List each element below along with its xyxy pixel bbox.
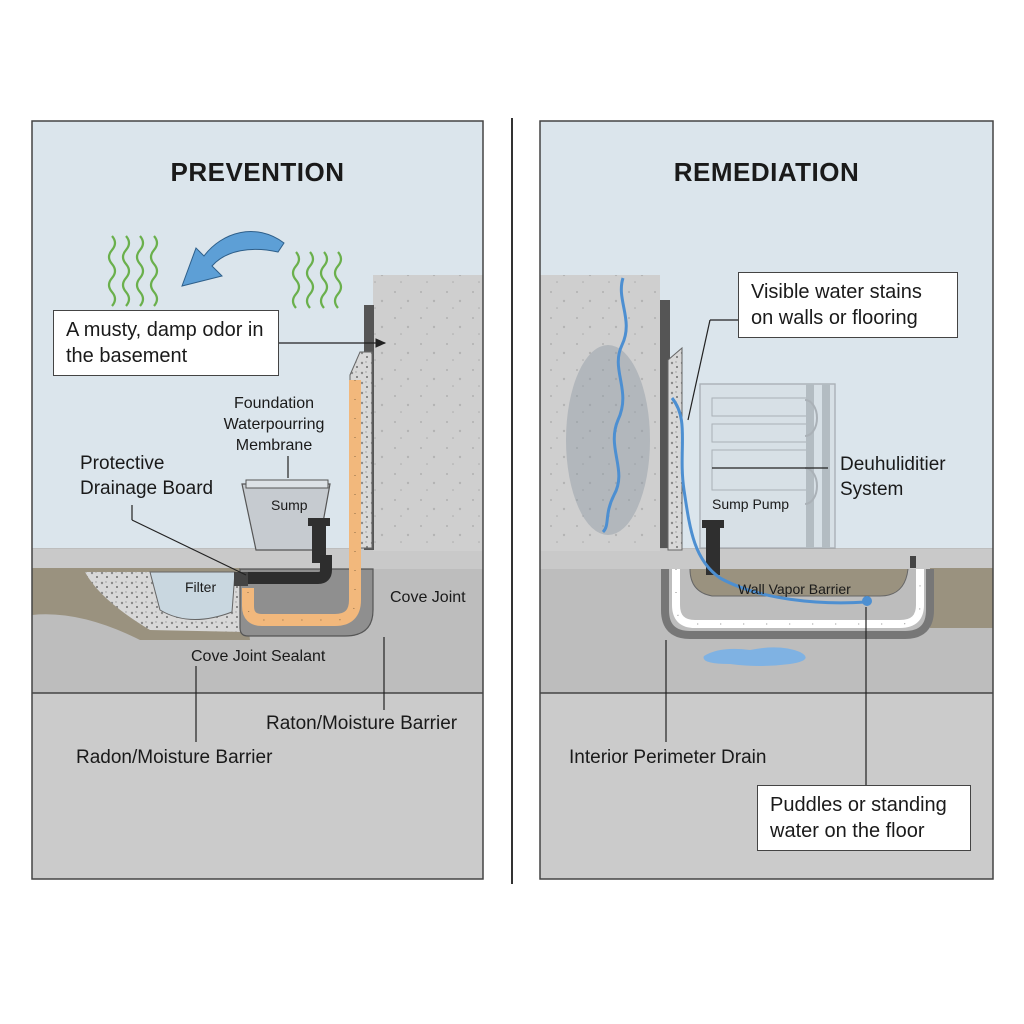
filter-basin [149, 571, 236, 621]
remediation-title: REMEDIATION [673, 157, 860, 187]
musty-odor-callout: A musty, damp odor in the basement [53, 310, 279, 376]
prevention-floor-slab [32, 549, 483, 569]
dehumidifier-label: Deuhuliditier System [840, 454, 946, 500]
filter-label: Filter [185, 579, 217, 595]
vapor-barrier-label: Wall Vapor Barrier [738, 581, 851, 597]
prevention-subgrade [32, 693, 483, 879]
floor-puddle [703, 647, 806, 666]
perimeter-drain-label: Interior Perimeter Drain [569, 747, 767, 768]
raton-barrier-label: Raton/Moisture Barrier [266, 713, 458, 734]
water-stains-callout: Visible water stains on walls or floorin… [738, 272, 958, 338]
interior-perimeter-drain [661, 569, 934, 639]
sump-pump-label: Sump Pump [712, 496, 790, 512]
airflow-arrow [181, 231, 285, 287]
drainage-board-label: Protective Drainage Board [80, 453, 214, 499]
remediation-floor-slab [540, 549, 993, 569]
water-stain [566, 345, 650, 535]
prevention-title: PREVENTION [170, 157, 345, 187]
membrane-label: Foundation Waterpourring Membrane [223, 395, 325, 454]
sump-pump-body [706, 527, 720, 575]
prevention-panel [32, 121, 483, 879]
sump-label: Sump [271, 497, 308, 513]
water-line [670, 397, 867, 605]
leak-stream [601, 277, 628, 534]
puddles-callout: Puddles or standing water on the floor [757, 785, 971, 851]
sump-discharge-pipe [248, 555, 332, 584]
cove-joint-label: Cove Joint [390, 589, 466, 606]
cove-joint-sealant-label: Cove Joint Sealant [191, 648, 326, 665]
odor-squiggles [107, 235, 343, 309]
radon-barrier-label: Radon/Moisture Barrier [76, 747, 273, 768]
